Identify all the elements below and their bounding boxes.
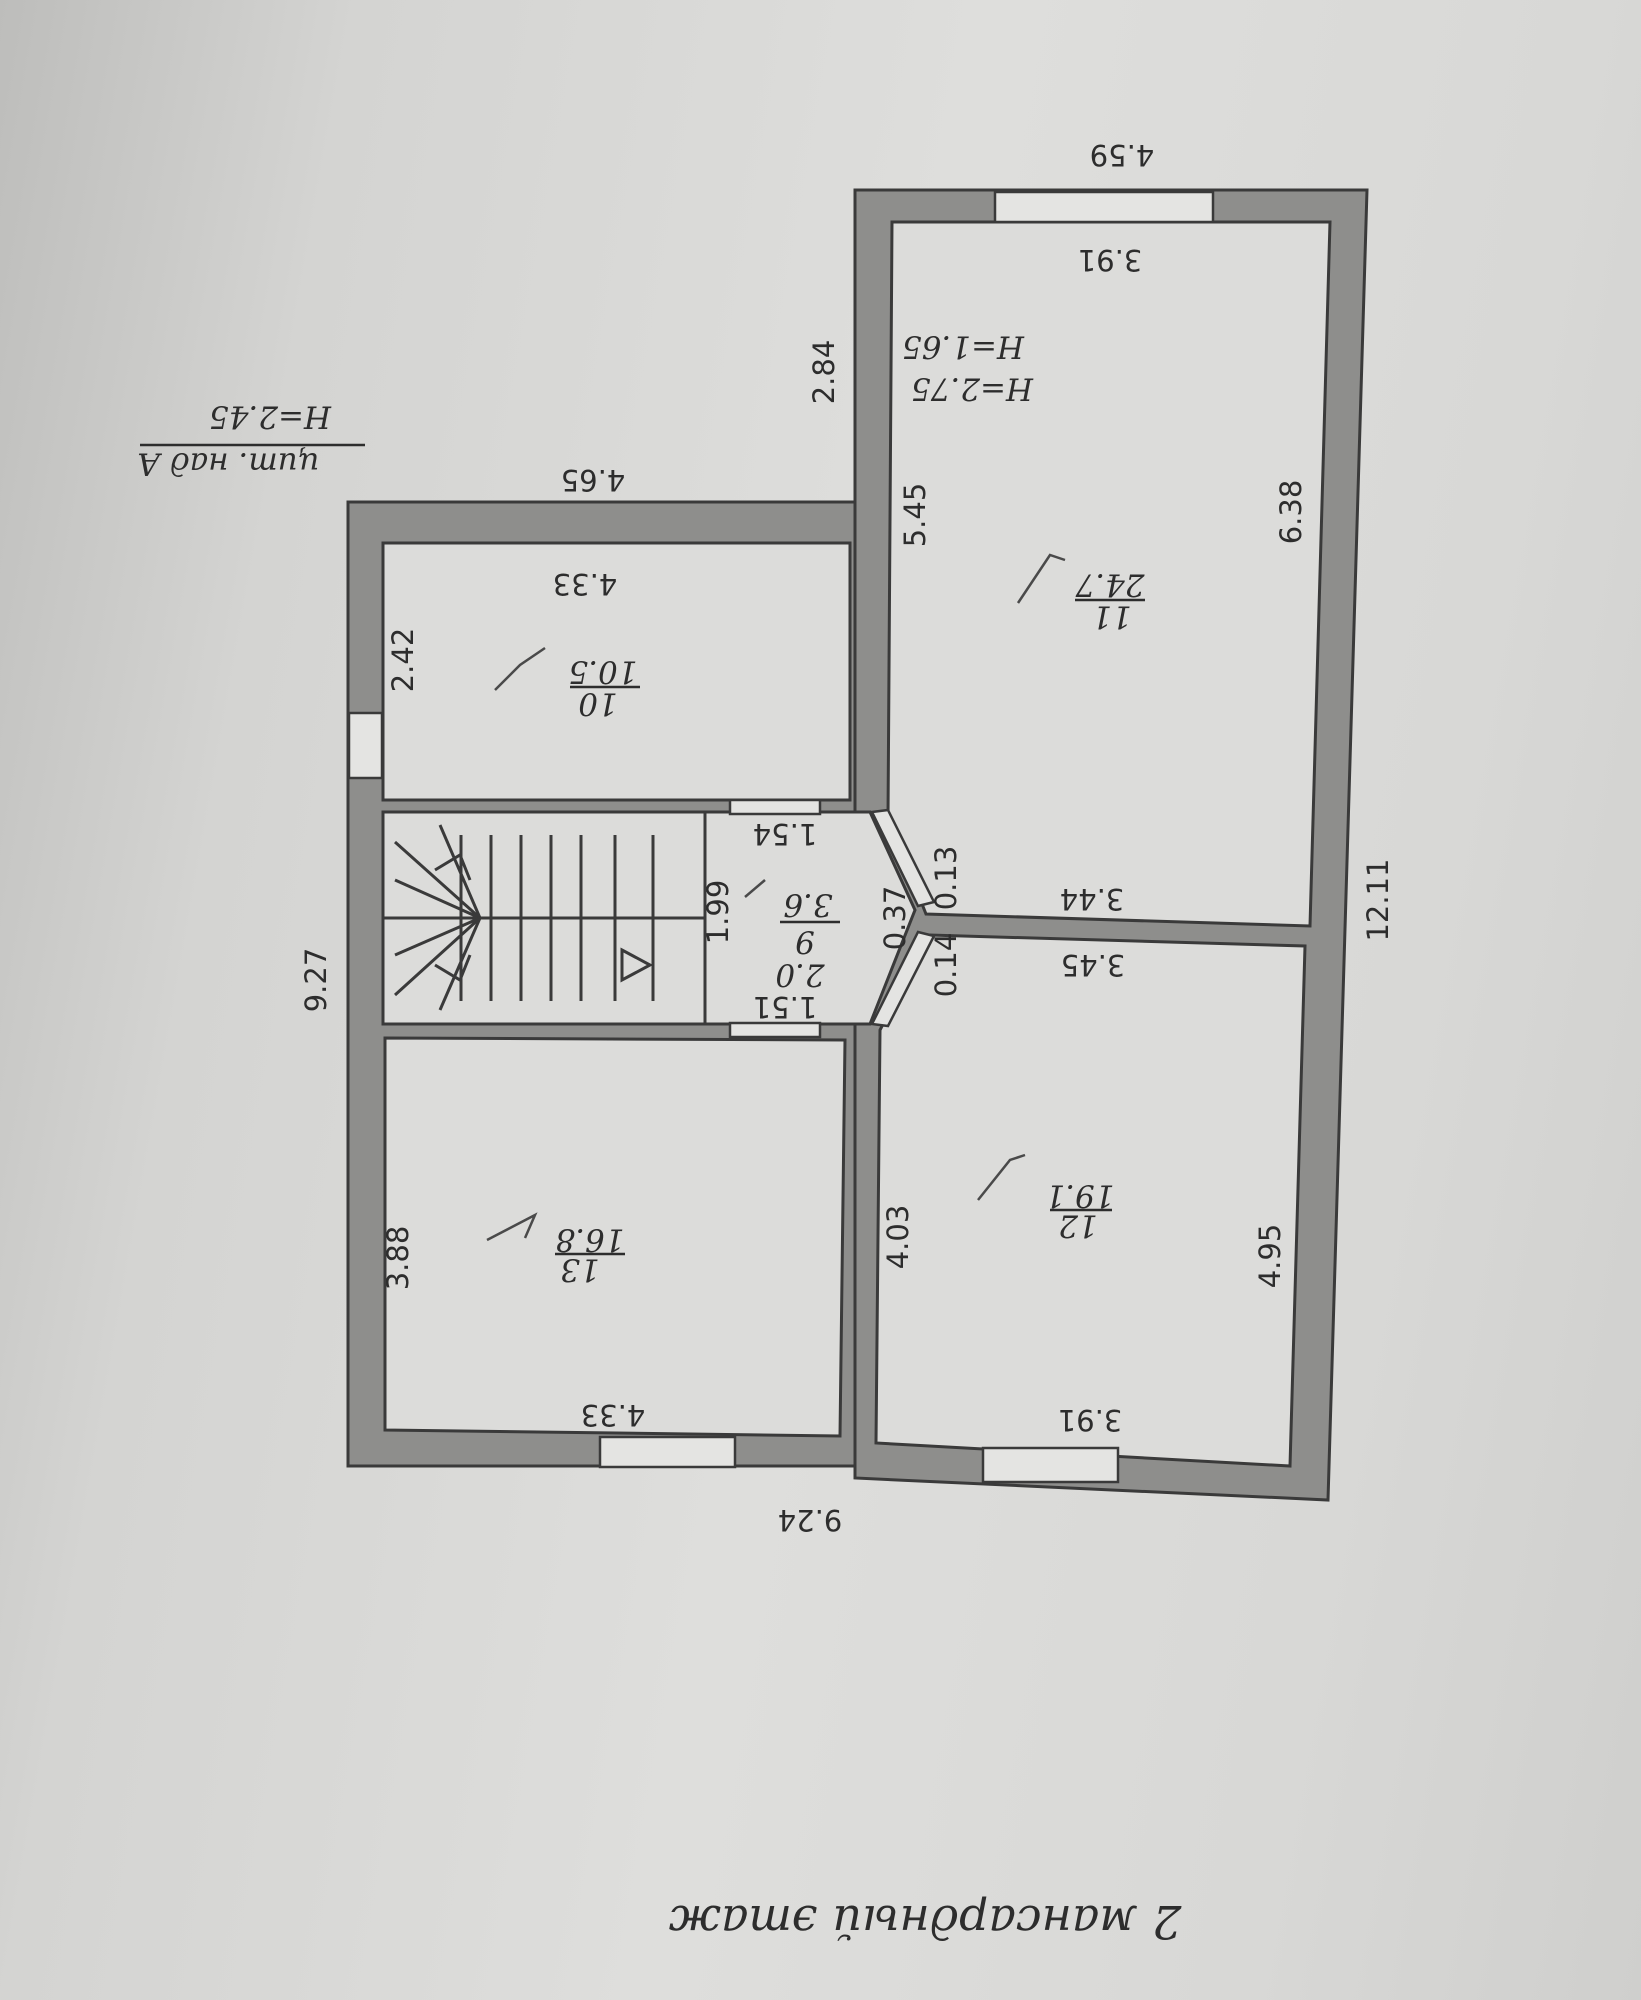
window-bottom-left: [598, 1435, 737, 1469]
window-left: [347, 711, 384, 780]
room12-number: 12: [1058, 1208, 1097, 1244]
dim-room10-top: 4.33: [553, 567, 618, 601]
check-mark-room12: [977, 1153, 1026, 1201]
room12-area: 19.1: [1045, 1178, 1114, 1214]
dim-overall-left: 9.27: [299, 948, 333, 1013]
room11-height-a: H=2.75: [911, 371, 1034, 407]
dim-stair-depth: 1.99: [701, 880, 735, 945]
dim-stair-top: 1.54: [753, 817, 818, 851]
door-opening-bottom: [728, 1021, 822, 1039]
annotation-bottom: H=2.45: [209, 399, 332, 435]
room11-area: 24.7: [1075, 567, 1145, 603]
stair-steps: [383, 812, 707, 1024]
dim-top-right: 4.59: [1090, 138, 1155, 172]
room11-height-b: H=1.65: [902, 329, 1025, 365]
window-bottom-right: [981, 1446, 1120, 1484]
dim-room12-top: 3.45: [1061, 948, 1126, 982]
check-mark-room9: [744, 879, 766, 898]
plan-title: 2 мансардный этаж: [669, 1895, 1183, 1949]
room-11: [886, 220, 1332, 928]
dim-left-of-room11: 2.84: [807, 340, 841, 405]
dim-stair-bottom: 1.51: [753, 990, 818, 1024]
dim-room13-bottom: 4.33: [581, 1398, 646, 1432]
room9-number: 9: [795, 924, 815, 960]
dim-corner-b: 0.37: [878, 886, 912, 951]
room10-number: 10: [578, 686, 617, 722]
room9-extra: 2.0: [775, 957, 825, 993]
dim-overall-right: 12.11: [1361, 858, 1395, 941]
check-mark-room13: [486, 1212, 538, 1242]
dim-corner-c: 0.14: [929, 933, 963, 998]
door-diagonal-upper: [870, 808, 936, 908]
window-top: [993, 190, 1215, 224]
dim-room12-left: 4.03: [881, 1205, 915, 1270]
room9-area: 3.6: [783, 887, 832, 923]
room11-number: 11: [1092, 599, 1131, 635]
dimension-labels: 4.59 3.91 2.84 4.65 4.33 2.42 5.45 6.38 12.11 9.2…: [137, 138, 1395, 1949]
room10-area: 10.5: [568, 654, 637, 690]
dim-room11-bottom: 3.44: [1060, 882, 1125, 916]
dim-overall-bottom: 9.24: [778, 1503, 843, 1537]
room13-area: 16.8: [555, 1222, 624, 1258]
dim-room10-side: 2.42: [386, 628, 420, 693]
room-10: [381, 541, 852, 802]
dim-room13-left: 3.88: [381, 1226, 415, 1291]
dim-room12-right: 4.95: [1253, 1224, 1287, 1289]
dim-room11-left: 5.45: [898, 483, 932, 548]
annotation-top: цит. над А: [137, 446, 320, 482]
room-13: [383, 1036, 847, 1438]
dim-top-left: 4.65: [561, 463, 626, 497]
dim-corner-a: 0.13: [929, 846, 963, 911]
check-mark-room10: [494, 646, 546, 691]
dim-room12-bottom: 3.91: [1058, 1403, 1123, 1437]
door-opening-top: [728, 798, 822, 816]
check-mark-room11: [1016, 553, 1066, 604]
room13-number: 13: [560, 1252, 599, 1288]
dim-room11-right: 6.38: [1274, 480, 1308, 545]
dim-room11-top: 3.91: [1078, 243, 1143, 277]
door-diagonal-lower: [870, 930, 936, 1028]
